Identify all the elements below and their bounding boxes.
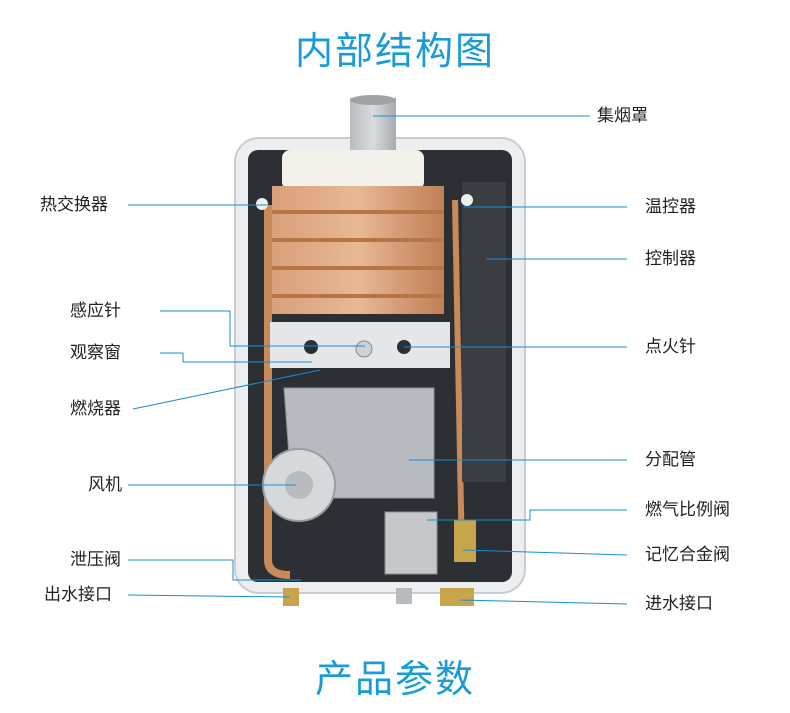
label-fan: 风机 bbox=[88, 475, 122, 495]
label-observation-window: 观察窗 bbox=[70, 343, 121, 363]
copper-pipe-right bbox=[452, 199, 465, 561]
alloy-valve-shape bbox=[454, 520, 476, 562]
label-water-inlet: 进水接口 bbox=[645, 594, 713, 614]
heat-exchanger-shape bbox=[272, 186, 444, 314]
flue-pipe bbox=[350, 98, 396, 156]
label-sensor-needle: 感应针 bbox=[70, 301, 121, 321]
leader-line-burner bbox=[132, 369, 321, 410]
gas-valve-shape bbox=[384, 511, 438, 575]
gas-connector-shape bbox=[396, 588, 412, 604]
label-ignition-needle: 点火针 bbox=[645, 337, 696, 357]
leader-line-observation-window bbox=[160, 352, 312, 363]
section-title-product-params: 产品参数 bbox=[314, 657, 475, 701]
leader-line-memory-alloy-valve bbox=[462, 549, 628, 556]
outlet-connector-shape bbox=[283, 588, 299, 606]
diagram-title: 内部结构图 bbox=[294, 29, 495, 73]
inlet-connector-shape bbox=[440, 588, 474, 606]
copper-pipe-left bbox=[264, 205, 291, 579]
label-flue-hood: 集烟罩 bbox=[597, 106, 648, 126]
leader-line-inlet bbox=[459, 599, 628, 605]
label-water-outlet: 出水接口 bbox=[44, 585, 112, 605]
leader-line-sensor-needle bbox=[160, 310, 365, 347]
label-memory-alloy-valve: 记忆合金阀 bbox=[645, 545, 730, 565]
label-gas-proportional-valve: 燃气比例阀 bbox=[645, 500, 730, 520]
controller-board bbox=[462, 182, 506, 482]
leader-line-relief-valve bbox=[128, 559, 301, 581]
leader-line-gas-valve bbox=[427, 509, 627, 521]
leader-line-outlet bbox=[127, 594, 291, 598]
label-thermostat: 温控器 bbox=[645, 197, 696, 217]
label-heat-exchanger: 热交换器 bbox=[40, 195, 108, 215]
label-gas-manifold: 分配管 bbox=[645, 450, 696, 470]
flue-hood-shape bbox=[282, 150, 424, 190]
label-burner: 燃烧器 bbox=[70, 399, 121, 419]
label-controller: 控制器 bbox=[645, 249, 696, 269]
label-relief-valve: 泄压阀 bbox=[70, 550, 121, 570]
